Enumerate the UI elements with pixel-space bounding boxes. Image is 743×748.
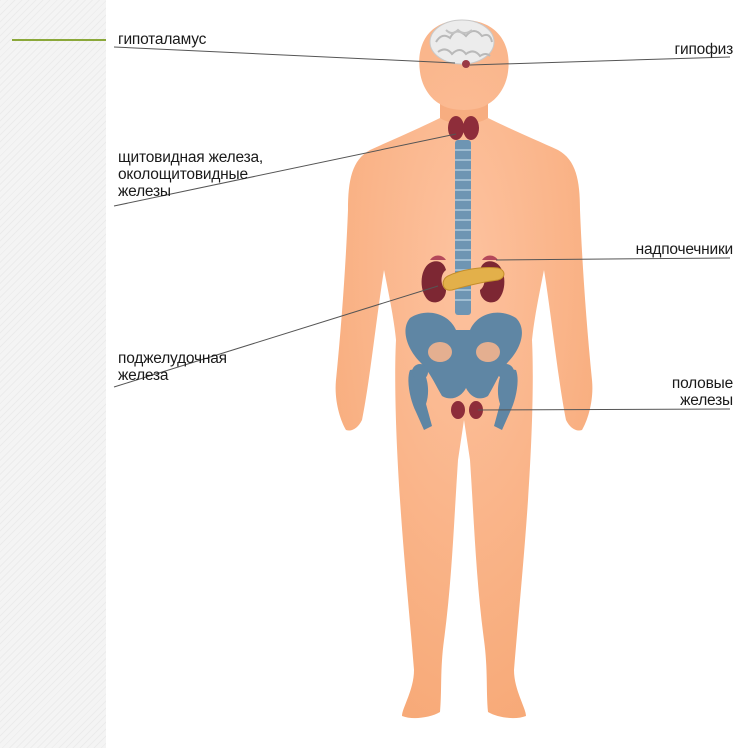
label-pituitary: гипофиз bbox=[675, 41, 733, 58]
label-hypothalamus: гипоталамус bbox=[118, 31, 206, 48]
label-adrenal: надпочечники bbox=[636, 241, 733, 258]
brain-icon bbox=[430, 20, 494, 64]
label-thyroid: щитовидная железа, околощитовидные желез… bbox=[118, 149, 263, 200]
pituitary-gland bbox=[462, 60, 470, 68]
leader-hypothalamus bbox=[114, 47, 455, 63]
leader-pituitary bbox=[470, 57, 730, 65]
label-pancreas: поджелудочная железа bbox=[118, 350, 227, 384]
label-gonads: половые железы bbox=[672, 375, 733, 409]
